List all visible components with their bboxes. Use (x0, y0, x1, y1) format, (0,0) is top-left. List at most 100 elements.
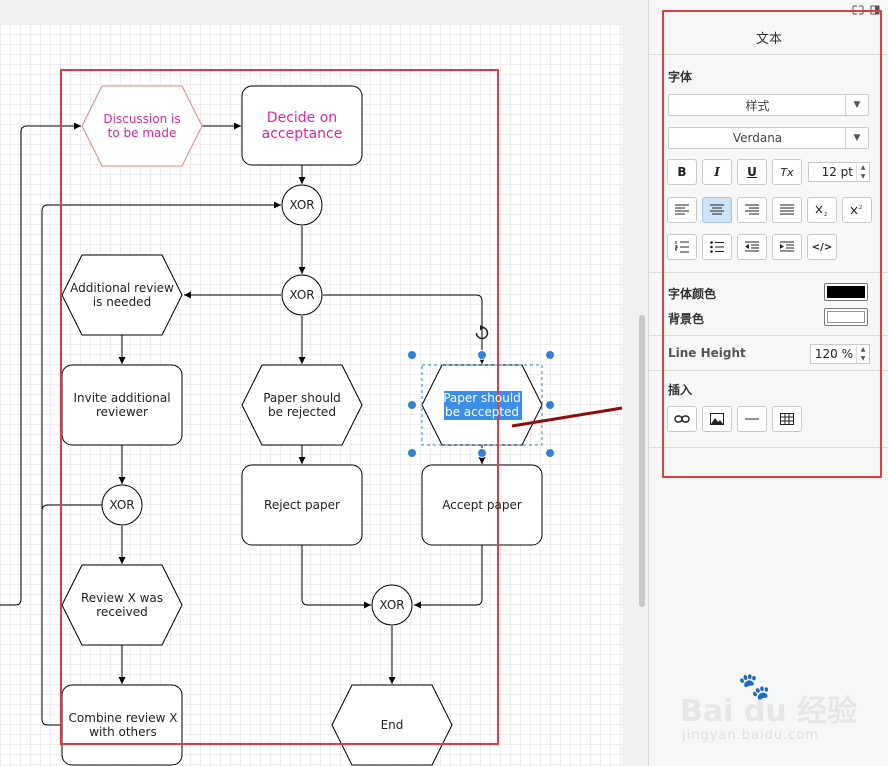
superscript-button[interactable]: 2 (842, 197, 872, 223)
label-invite: Invite additional reviewer (73, 391, 171, 419)
horizontal-rule-icon (745, 418, 759, 420)
handle-w (407, 400, 417, 410)
font-size-input[interactable]: 12 pt ▲▼ (808, 162, 870, 182)
insert-section-heading: 插入 (668, 383, 693, 397)
bg-color-label: 背景色 (668, 312, 705, 326)
selection-box (421, 364, 543, 446)
edge-xor2-to-accepted (323, 294, 486, 364)
watermark-paw-icon: 🐾 (738, 672, 771, 702)
hexagon-paper-rejected[interactable] (241, 364, 363, 446)
label-reject-paper: Reject paper (264, 498, 340, 512)
align-right-button[interactable] (737, 197, 767, 223)
label-xor1: XOR (289, 198, 315, 212)
xor-gateway-1[interactable] (281, 184, 323, 226)
label-xor2: XOR (289, 288, 315, 302)
bullet-list-button[interactable] (702, 234, 732, 260)
divider (649, 447, 888, 448)
table-icon (780, 413, 794, 425)
label-end: End (380, 718, 404, 732)
insert-table-button[interactable] (772, 406, 802, 432)
numbered-list-icon (675, 241, 689, 253)
indent-icon (780, 241, 794, 252)
html-button[interactable]: </> (807, 234, 837, 260)
justify-button[interactable] (772, 197, 802, 223)
handle-e (545, 400, 555, 410)
underline-button[interactable]: U (737, 159, 767, 185)
chevron-down-icon: ▼ (845, 95, 868, 115)
edge-reject-to-xor4 (301, 545, 371, 609)
font-color-swatch[interactable] (824, 283, 868, 301)
xor-gateway-3[interactable] (101, 484, 143, 526)
svg-text:2: 2 (824, 212, 827, 216)
hexagon-additional-review[interactable] (61, 254, 183, 336)
image-icon (710, 413, 724, 425)
align-center-button[interactable] (702, 197, 732, 223)
link-icon (674, 415, 690, 423)
panel-title: 文本 (649, 20, 888, 55)
label-xor4: XOR (379, 598, 405, 612)
font-family-label: Verdana (732, 131, 783, 145)
clear-format-button[interactable]: Tx (772, 159, 802, 185)
handle-sw (407, 448, 417, 458)
line-height-value: 120 % (814, 347, 853, 361)
bg-color-swatch[interactable] (824, 308, 868, 326)
handle-ne (545, 350, 555, 360)
font-color-fill (827, 286, 865, 298)
line-height-input[interactable]: 120 % ▲▼ (810, 344, 870, 364)
edge-xor3-to-loop (41, 504, 102, 512)
hexagon-review-received[interactable] (61, 564, 183, 646)
edge-left-loop-to-discussion (0, 122, 81, 606)
handle-n (477, 350, 487, 360)
label-paper-accepted[interactable]: Paper should be accepted (443, 391, 521, 419)
label-accept-paper: Accept paper (442, 498, 522, 512)
subscript-icon: 2 (815, 205, 827, 216)
edge-left-loop-to-xor1 (41, 201, 281, 726)
indent-button[interactable] (772, 234, 802, 260)
align-center-icon (710, 204, 724, 215)
line-height-spinner[interactable]: ▲▼ (856, 345, 869, 363)
bullet-list-icon (710, 241, 724, 253)
subscript-button[interactable]: 2 (807, 197, 837, 223)
connector-edges (0, 122, 486, 726)
handle-nw (407, 350, 417, 360)
font-family-dropdown[interactable]: Verdana ▼ (668, 127, 869, 149)
label-xor3: XOR (109, 498, 135, 512)
selection-handles[interactable] (407, 325, 555, 458)
process-reject-paper[interactable] (241, 464, 363, 546)
label-discussion: Discussion is to be made (103, 112, 181, 140)
annotation-arrow (511, 406, 623, 428)
process-accept-paper[interactable] (421, 464, 543, 546)
font-color-label: 字体颜色 (668, 287, 717, 301)
divider (649, 272, 888, 273)
insert-link-button[interactable] (667, 406, 697, 432)
insert-horizontal-rule-button[interactable] (737, 406, 767, 432)
xor-gateway-2[interactable] (281, 274, 323, 316)
panel-corner-icons[interactable] (851, 0, 885, 15)
outdent-button[interactable] (737, 234, 767, 260)
label-decide: Decide on acceptance (261, 110, 343, 142)
label-additional-review: Additional review is needed (70, 281, 174, 309)
vertical-scrollbar[interactable] (639, 315, 645, 607)
numbered-list-button[interactable] (667, 234, 697, 260)
outdent-icon (745, 241, 759, 252)
font-size-value: 12 pt (821, 165, 853, 179)
superscript-icon: 2 (850, 205, 862, 215)
svg-text:2: 2 (859, 205, 862, 211)
label-paper-rejected: Paper should be rejected (263, 391, 341, 419)
xor-gateway-4[interactable] (371, 584, 413, 626)
process-decide[interactable] (241, 85, 363, 166)
align-left-icon (675, 204, 689, 215)
watermark-url: jingyan.baidu.com (682, 728, 819, 743)
chevron-down-icon: ▼ (845, 128, 868, 148)
font-size-spinner[interactable]: ▲▼ (856, 163, 869, 181)
watermark-brand: Bai du 经验 (680, 694, 858, 729)
italic-button[interactable]: I (702, 159, 732, 185)
bold-button[interactable]: B (667, 159, 697, 185)
align-left-button[interactable] (667, 197, 697, 223)
hexagon-discussion[interactable] (81, 85, 203, 167)
insert-image-button[interactable] (702, 406, 732, 432)
style-dropdown[interactable]: 样式 ▼ (668, 94, 869, 116)
diagram-canvas[interactable]: Discussion is to be made Decide on accep… (0, 0, 648, 766)
align-right-icon (745, 204, 759, 215)
justify-icon (780, 204, 794, 215)
